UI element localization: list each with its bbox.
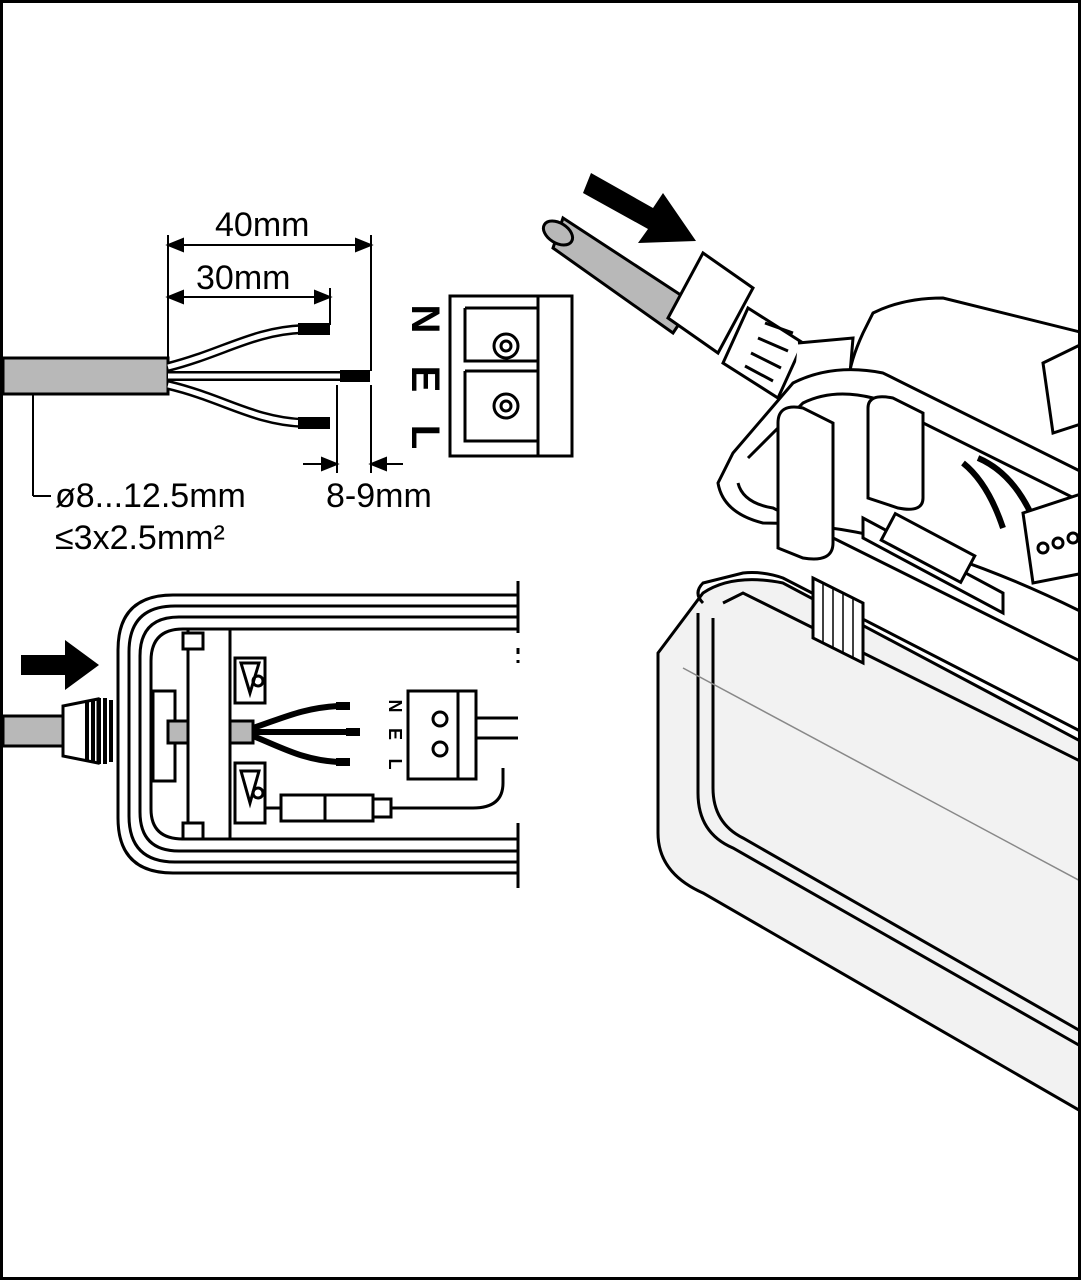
- arrow-left: [21, 640, 99, 690]
- luminaire-3d: [656, 296, 1078, 1112]
- terminal-mark-n-small: N: [385, 699, 405, 713]
- cable-3d: [541, 215, 855, 401]
- dimension-30mm-label: 30mm: [196, 259, 291, 297]
- dimension-lines: [32, 235, 403, 497]
- terminal-block-large: [448, 294, 574, 458]
- cable-diameter-label: ø8...12.5mm: [55, 477, 246, 515]
- cable-cross-section-label: ≤3x2.5mm²: [55, 519, 225, 557]
- terminal-mark-e: E: [403, 365, 447, 393]
- luminaire-top-view: [3, 581, 520, 888]
- stripped-cable: [3, 323, 370, 429]
- dimension-core-strip-label: 8-9mm: [326, 477, 432, 515]
- terminal-mark-n: N: [403, 304, 447, 334]
- wiring-diagram: [3, 173, 1078, 1112]
- terminal-mark-l-small: L: [385, 758, 405, 770]
- terminal-mark-l: L: [403, 424, 447, 450]
- dimension-40mm-label: 40mm: [215, 206, 310, 244]
- terminal-mark-e-small: E: [385, 727, 405, 740]
- arrow-right: [583, 173, 696, 243]
